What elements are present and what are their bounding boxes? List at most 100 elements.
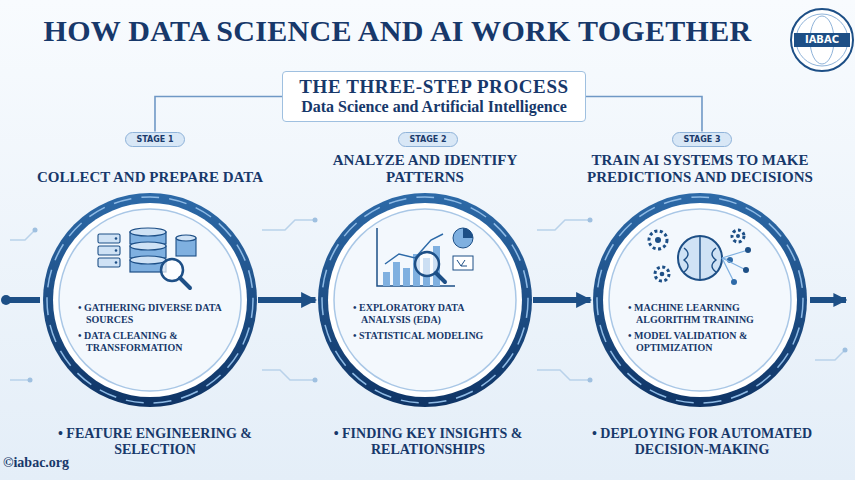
flow-arrow [533,297,591,303]
brain-folds [684,236,716,280]
outer-ring [593,193,807,407]
circuit-line [537,220,590,230]
database-top [130,228,166,236]
stage-number: STAGE 1 [136,135,173,144]
network-node [743,267,749,273]
bullet-list: • GATHERING DIVERSE DATA SOURCES• DATA C… [78,302,222,358]
bullet-list: • EXPLORATORY DATA ANALYSIS (EDA) • STATI… [353,302,497,346]
brain-shape [678,236,722,280]
bullet-text: • MODEL VALIDATION & OPTIMIZATION [628,330,772,354]
network-node [731,279,737,285]
network-link [722,258,734,282]
stage-circle: ANALYZE AND IDENTIFY PATTERNS• EXPLORATO… [317,192,533,408]
chart-bar [393,262,400,286]
small-database-top [176,235,196,241]
circuit-dot [28,378,33,383]
bracket-line [155,97,282,132]
server-light [115,261,118,264]
outer-ring [318,193,532,407]
circle-outline [42,192,258,408]
gear-hub [660,272,665,277]
pie-chart [453,228,473,248]
circle-outline [317,192,533,408]
stage-circle: COLLECT AND PREPARE DATA• GATHERING DIVE… [42,192,258,408]
inner-disc [609,209,791,391]
chart-axes [377,228,455,286]
outcome-bullet: • DEPLOYING FOR AUTOMATED DECISION-MAKIN… [577,426,827,458]
circuit-dot [33,228,38,233]
circuit-line [262,370,315,380]
flow-band-dot [1,295,11,305]
gear [649,231,667,249]
dashed-ring [597,197,803,403]
inner-disc [334,209,516,391]
stage-tag: STAGE 1 [125,132,184,147]
bullet-text: • STATISTICAL MODELING [353,330,497,342]
page-title: HOW DATA SCIENCE AND AI WORK TOGETHER [10,14,785,48]
outer-ring [43,193,257,407]
server-light [115,237,118,240]
circuit-dot [588,218,593,223]
white-ring [603,203,797,397]
bullet-text: • GATHERING DIVERSE DATA SOURCES [78,302,222,326]
inner-disc [59,209,241,391]
formula-card [453,256,473,270]
outcome-bullet: • FINDING KEY INSIGHTS & RELATIONSHIPS [308,426,548,458]
server-light [115,249,118,252]
flow-band-in [6,297,40,303]
white-ring [53,203,247,397]
magnifier-handle [436,273,445,282]
circuit-line [10,230,35,240]
chart-bar [383,272,390,286]
dashed-ring [47,197,253,403]
circuit-line [537,370,590,380]
circle-outline [592,192,808,408]
outcome-bullet: • FEATURE ENGINEERING & SELECTION [40,426,270,458]
gear [655,267,669,281]
network-node [745,247,751,253]
flow-band-out [810,297,846,303]
stage-number: STAGE 2 [409,135,446,144]
stage-heading: ANALYZE AND IDENTIFY PATTERNS [309,152,541,187]
logo-badge [791,9,853,71]
logo-text: IABAC [794,33,850,47]
database-top [130,242,166,250]
bullet-text: • MACHINE LEARNING ALGORITHM TRAINING [628,302,772,326]
circuit-dot [313,218,318,223]
server-unit [98,246,120,255]
stage-number: STAGE 3 [683,135,720,144]
formula-mark [457,260,467,266]
stage-icon [98,228,196,288]
subtitle-text: Data Science and Artificial Intelligence [299,98,568,116]
gear [732,230,744,242]
pie-slice [463,228,473,238]
gear-hub [736,234,740,238]
dashed-ring [322,197,528,403]
bracket-line [586,97,702,132]
stage-heading: TRAIN AI SYSTEMS TO MAKE PREDICTIONS AND… [555,152,845,187]
white-ring [328,203,522,397]
stage-heading: COLLECT AND PREPARE DATA [34,169,266,186]
circuit-dot [588,378,593,383]
subtitle-box: THE THREE-STEP PROCESSData Science and A… [282,71,585,122]
flow-arrow [258,297,316,303]
circuit-line [815,350,845,360]
stage-icon [377,228,473,286]
circuit-dot [313,378,318,383]
bullet-list: • MACHINE LEARNING ALGORITHM TRAINING • M… [628,302,772,358]
magnifier-handle [180,278,190,288]
stage-tag: STAGE 3 [672,132,731,147]
server-unit [98,234,120,243]
logo-ring [791,9,853,71]
stage-icon [649,230,751,285]
bullet-text: • EXPLORATORY DATA ANALYSIS (EDA) [353,302,497,326]
circuit-dot [843,348,848,353]
circuit-line [10,379,30,381]
database-top [130,256,166,264]
subtitle-heading: THE THREE-STEP PROCESS [299,76,568,98]
server-unit [98,258,120,267]
network-link [722,250,748,258]
stage-tag: STAGE 2 [398,132,457,147]
stage-circle: TRAIN AI SYSTEMS TO MAKE PREDICTIONS AND… [592,192,808,408]
